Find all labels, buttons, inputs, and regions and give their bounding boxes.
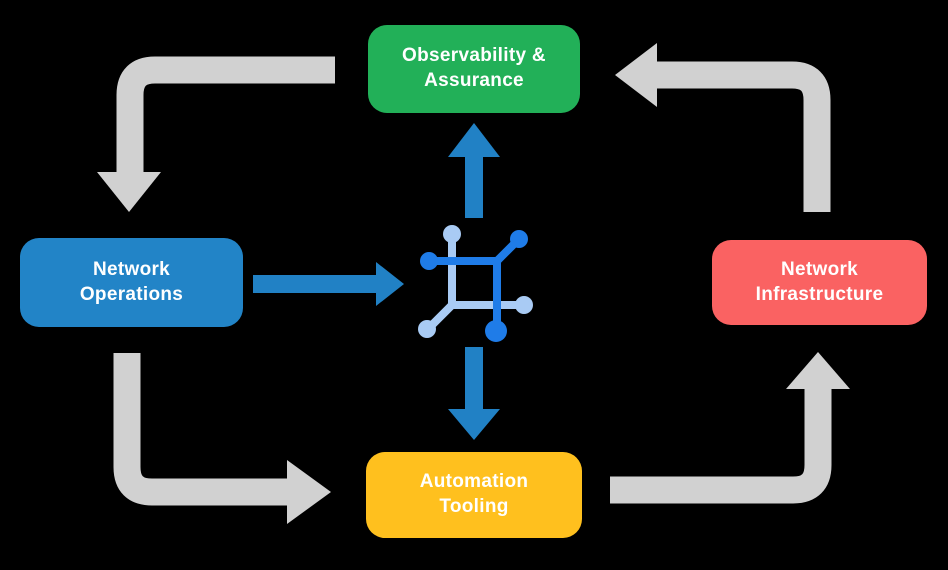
icon-node-dot [443, 225, 461, 243]
arrowhead-down-icon [448, 409, 500, 440]
network-mesh-icon [418, 225, 533, 342]
node-automation-tooling: Automation Tooling [366, 452, 582, 538]
arrowhead-right-icon [376, 262, 404, 306]
arrowhead-up-icon [448, 123, 500, 157]
flow-arrow-center-to-automation [448, 347, 500, 440]
arrow-shaft [113, 353, 289, 506]
arrow-shaft [116, 56, 335, 174]
icon-node-dot [510, 230, 528, 248]
arrowhead-right-icon [287, 460, 331, 524]
arrow-shaft [657, 61, 831, 212]
flow-arrow-center-to-observability [448, 123, 500, 218]
icon-node-dot [420, 252, 438, 270]
cycle-arrow-automation-to-infrastructure [610, 352, 850, 504]
icon-node-dot [418, 320, 436, 338]
node-label: Automation Tooling [419, 471, 529, 517]
cycle-arrow-operations-to-automation [113, 353, 331, 524]
arrowhead-up-icon [786, 352, 850, 389]
network-mesh-icon-dark-layer [420, 230, 528, 342]
flow-arrow-operations-to-center [253, 262, 404, 306]
arrowhead-down-icon [97, 172, 161, 212]
icon-node-dot [485, 320, 507, 342]
node-label: Network Infrastructure [755, 258, 884, 305]
arrow-shaft [610, 389, 832, 504]
node-label: Network Operations [79, 258, 184, 305]
cycle-arrow-infrastructure-to-observability [615, 43, 831, 212]
icon-node-dot [515, 296, 533, 314]
node-label: Observability & Assurance [402, 45, 546, 91]
node-observability-assurance: Observability & Assurance [368, 25, 580, 113]
node-network-infrastructure: Network Infrastructure [712, 240, 927, 325]
cycle-arrow-observability-to-operations [97, 56, 335, 212]
network-mesh-icon-light-layer [418, 225, 533, 338]
node-network-operations: Network Operations [20, 238, 243, 327]
arrowhead-left-icon [615, 43, 657, 107]
